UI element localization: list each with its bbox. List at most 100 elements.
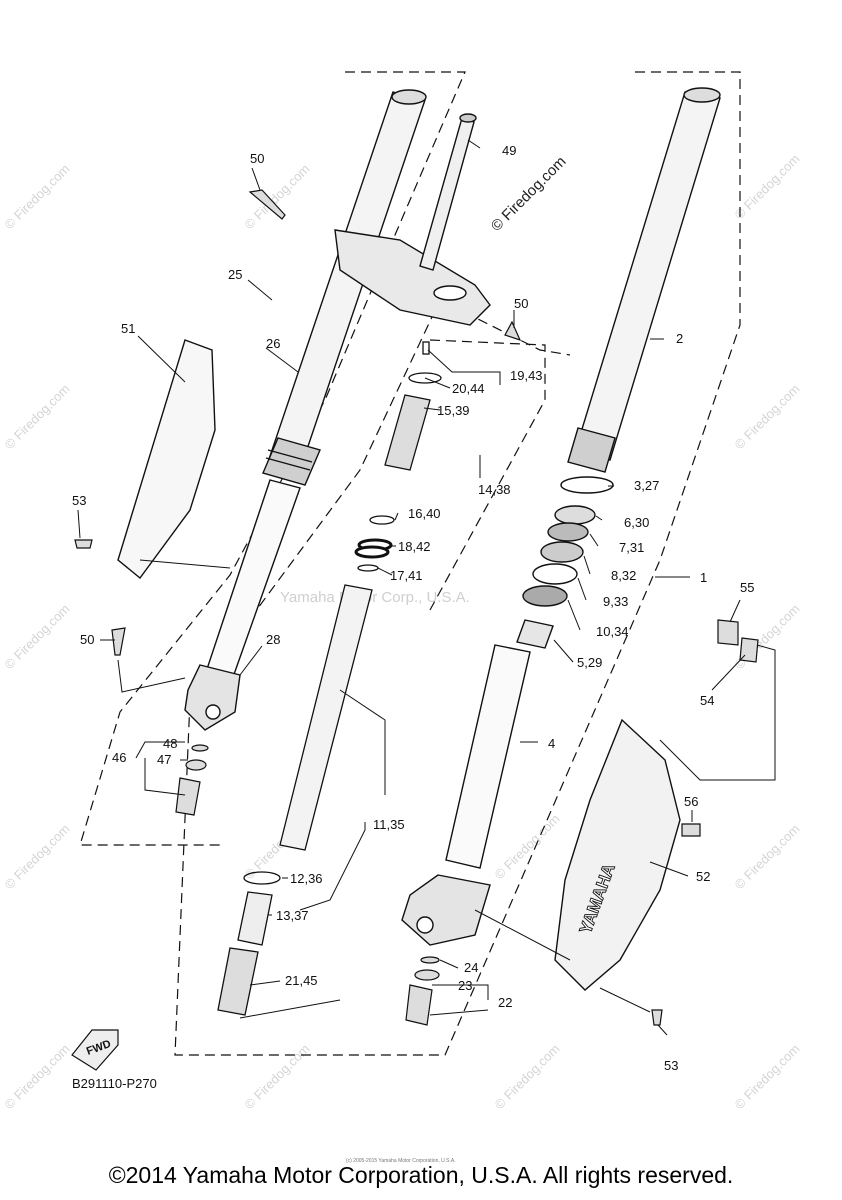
part-8-32 bbox=[540, 541, 584, 563]
part-22 bbox=[405, 984, 433, 1026]
watermark-firedog: © Firedog.com bbox=[732, 601, 803, 672]
callout-4: 4 bbox=[548, 736, 555, 751]
callout-53: 53 bbox=[664, 1058, 678, 1073]
watermark-firedog: © Firedog.com bbox=[2, 161, 73, 232]
cartridge-internals bbox=[217, 341, 442, 1016]
part-55 bbox=[717, 619, 739, 646]
callout-48: 48 bbox=[163, 736, 177, 751]
callout-21-45: 21,45 bbox=[285, 973, 318, 988]
left-tube-top-cap bbox=[391, 89, 427, 105]
steering-stem bbox=[419, 117, 475, 271]
assembly-outlines bbox=[79, 71, 741, 1056]
callout-2: 2 bbox=[676, 331, 683, 346]
right-seal-boot bbox=[567, 427, 616, 473]
callout-13-37: 13,37 bbox=[276, 908, 309, 923]
part-6-30 bbox=[554, 505, 596, 525]
callout-50: 50 bbox=[514, 296, 528, 311]
part-13-37 bbox=[237, 891, 273, 946]
watermark-firedog: © Firedog.com bbox=[2, 821, 73, 892]
bolt-53-left bbox=[74, 539, 93, 549]
watermark-firedog: © Firedog.com bbox=[732, 381, 803, 452]
part-3-27 bbox=[560, 476, 614, 494]
right-inner-tube bbox=[445, 644, 531, 869]
part-9-33 bbox=[532, 563, 578, 585]
part-21-45 bbox=[217, 947, 259, 1016]
callout-56: 56 bbox=[684, 794, 698, 809]
callout-53: 53 bbox=[72, 493, 86, 508]
watermark-firedog: © Firedog.com bbox=[2, 1041, 73, 1112]
callout-24: 24 bbox=[464, 960, 478, 975]
callout-17-41: 17,41 bbox=[390, 568, 423, 583]
callout-10-34: 10,34 bbox=[596, 624, 629, 639]
watermark-firedog: © Firedog.com bbox=[492, 811, 563, 882]
callout-55: 55 bbox=[740, 580, 754, 595]
triple-clamp bbox=[334, 229, 491, 326]
part-12-36 bbox=[243, 871, 281, 885]
part-23 bbox=[414, 969, 440, 981]
callout-23: 23 bbox=[458, 978, 472, 993]
bolt-50-mid bbox=[504, 320, 522, 341]
bolt-56 bbox=[681, 823, 701, 837]
part-54 bbox=[739, 637, 759, 663]
bolt-50-top bbox=[248, 189, 286, 220]
right-tube-top-cap bbox=[683, 87, 721, 103]
left-seal-boot bbox=[262, 437, 321, 486]
part-7-31 bbox=[547, 522, 589, 542]
watermark-firedog: © Firedog.com bbox=[732, 1041, 803, 1112]
callout-52: 52 bbox=[696, 869, 710, 884]
outline-right-fork bbox=[174, 71, 741, 1056]
callout-6-30: 6,30 bbox=[624, 515, 649, 530]
fork-guard-52 bbox=[554, 718, 681, 991]
part-15-39 bbox=[384, 394, 431, 471]
part-11-35 bbox=[279, 584, 373, 851]
callout-9-33: 9,33 bbox=[603, 594, 628, 609]
firedog-stamp: © Firedog.com bbox=[488, 153, 570, 235]
diagram-code: B291110-P270 bbox=[72, 1076, 157, 1091]
callout-51: 51 bbox=[121, 321, 135, 336]
watermark-firedog: © Firedog.com bbox=[2, 381, 73, 452]
part-10-34 bbox=[522, 585, 568, 607]
bolt-50-left bbox=[111, 627, 126, 656]
watermark-firedog: © Firedog.com bbox=[492, 1041, 563, 1112]
fork-guard-51 bbox=[117, 339, 216, 580]
callout-1: 1 bbox=[700, 570, 707, 585]
bolt-53-right bbox=[651, 1009, 663, 1026]
callout-25: 25 bbox=[228, 267, 242, 282]
callout-5-29: 5,29 bbox=[577, 655, 602, 670]
left-axle-bracket bbox=[184, 664, 241, 731]
callout-15-39: 15,39 bbox=[437, 403, 470, 418]
callout-22: 22 bbox=[498, 995, 512, 1010]
part-24 bbox=[420, 956, 440, 964]
left-inner-tube bbox=[205, 479, 301, 681]
callout-3-27: 3,27 bbox=[634, 478, 659, 493]
callout-18-42: 18,42 bbox=[398, 539, 431, 554]
callout-47: 47 bbox=[157, 752, 171, 767]
outline-left-fork bbox=[79, 71, 466, 846]
right-outer-tube bbox=[574, 91, 721, 461]
callout-12-36: 12,36 bbox=[290, 871, 323, 886]
outline-cartridge bbox=[429, 339, 546, 611]
small-parts bbox=[74, 189, 759, 1026]
part-46 bbox=[175, 777, 201, 816]
watermark-firedog: © Firedog.com bbox=[732, 821, 803, 892]
watermark-firedog: © Firedog.com bbox=[242, 1041, 313, 1112]
watermark-firedog: © Firedog.com bbox=[2, 601, 73, 672]
watermark-yamaha-corp: Yamaha Motor Corp., U.S.A. bbox=[280, 589, 470, 606]
callout-11-35: 11,35 bbox=[373, 817, 405, 832]
callout-54: 54 bbox=[700, 693, 714, 708]
callout-26: 26 bbox=[266, 336, 280, 351]
part-17-41 bbox=[357, 564, 379, 572]
part-16-40 bbox=[369, 515, 395, 525]
right-axle-bracket bbox=[401, 874, 491, 946]
tiny-credit: (c) 2005-2015 Yamaha Motor Corporation, … bbox=[346, 1158, 456, 1164]
watermark-firedog: © Firedog.com bbox=[242, 161, 313, 232]
callout-28: 28 bbox=[266, 632, 280, 647]
copyright-notice: ©2014 Yamaha Motor Corporation, U.S.A. A… bbox=[108, 1162, 734, 1188]
callout-14-38: 14,38 bbox=[478, 482, 511, 497]
callout-50: 50 bbox=[250, 151, 264, 166]
callout-8-32: 8,32 bbox=[611, 568, 636, 583]
callout-46: 46 bbox=[112, 750, 126, 765]
callout-19-43: 19,43 bbox=[510, 368, 543, 383]
